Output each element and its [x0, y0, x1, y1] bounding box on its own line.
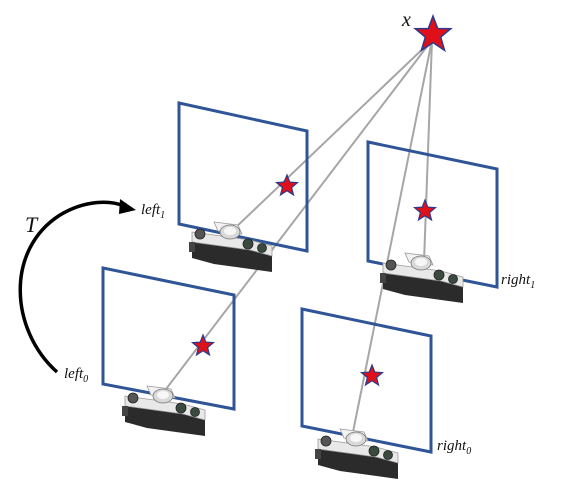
ray-left0	[162, 39, 433, 394]
ray-left1	[232, 39, 433, 231]
transform-label: T	[25, 212, 39, 237]
camera-left1-icon	[188, 221, 273, 273]
label-right1: right1	[501, 272, 535, 291]
label-left1: left1	[141, 202, 165, 221]
frame-right0	[300, 307, 433, 454]
cameras	[121, 221, 464, 480]
projected-points	[190, 173, 438, 387]
ray-right1	[423, 39, 433, 263]
projected-star-left1-icon	[274, 173, 300, 197]
world-point-star-icon	[413, 13, 453, 53]
image-frames	[101, 101, 499, 454]
projection-rays	[162, 39, 433, 438]
projected-star-left0-icon	[190, 333, 216, 357]
projected-star-right1-icon	[412, 198, 438, 222]
point-label: x	[401, 9, 411, 31]
projected-star-right0-icon	[359, 363, 385, 387]
camera-right0-icon	[314, 428, 399, 480]
transform-arrowhead-icon	[119, 199, 136, 214]
frame-right1	[366, 140, 499, 289]
frame-left0	[101, 266, 236, 411]
ray-right0	[351, 39, 433, 438]
transform-arrow	[18, 200, 125, 374]
label-right0: right0	[437, 438, 471, 457]
camera-left0-icon	[121, 385, 206, 437]
frame-left1	[177, 101, 309, 253]
label-left0: left0	[64, 366, 88, 385]
camera-right1-icon	[379, 252, 464, 304]
